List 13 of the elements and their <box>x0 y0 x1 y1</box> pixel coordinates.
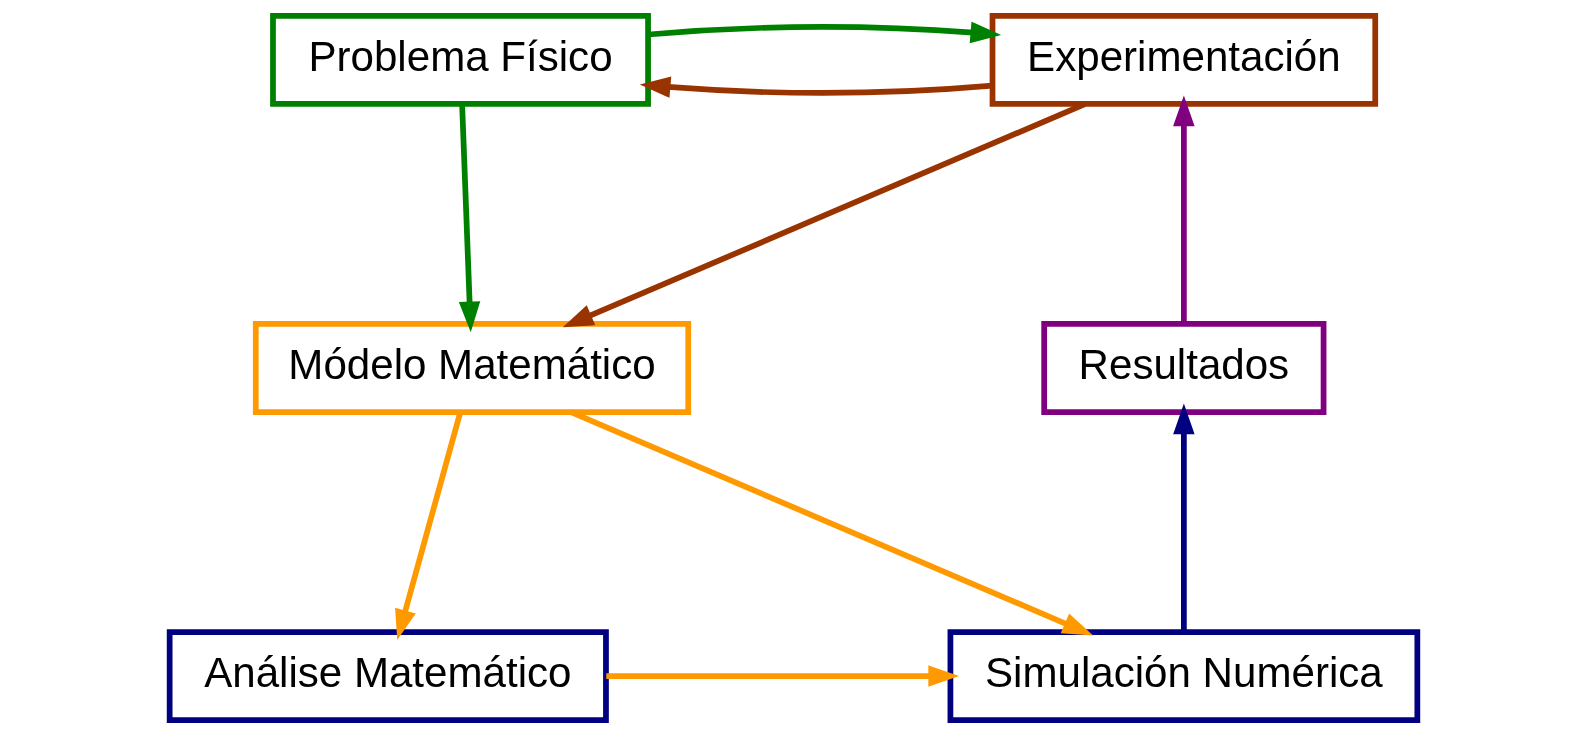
arrow <box>458 104 481 333</box>
arrow <box>639 76 993 98</box>
arrow <box>1173 403 1195 632</box>
arrow <box>648 21 1002 44</box>
node-box: Resultados <box>1041 321 1327 415</box>
arrow <box>569 409 1094 636</box>
arrow <box>606 665 960 687</box>
node-box: Módelo Matemático <box>252 321 692 415</box>
node-box: Simulación Numérica <box>947 629 1421 723</box>
node-box: Problema Físico <box>270 13 651 107</box>
arrow <box>1173 95 1195 324</box>
node-box: Análise Matemático <box>166 629 609 723</box>
node-box: Experimentación <box>989 13 1379 107</box>
